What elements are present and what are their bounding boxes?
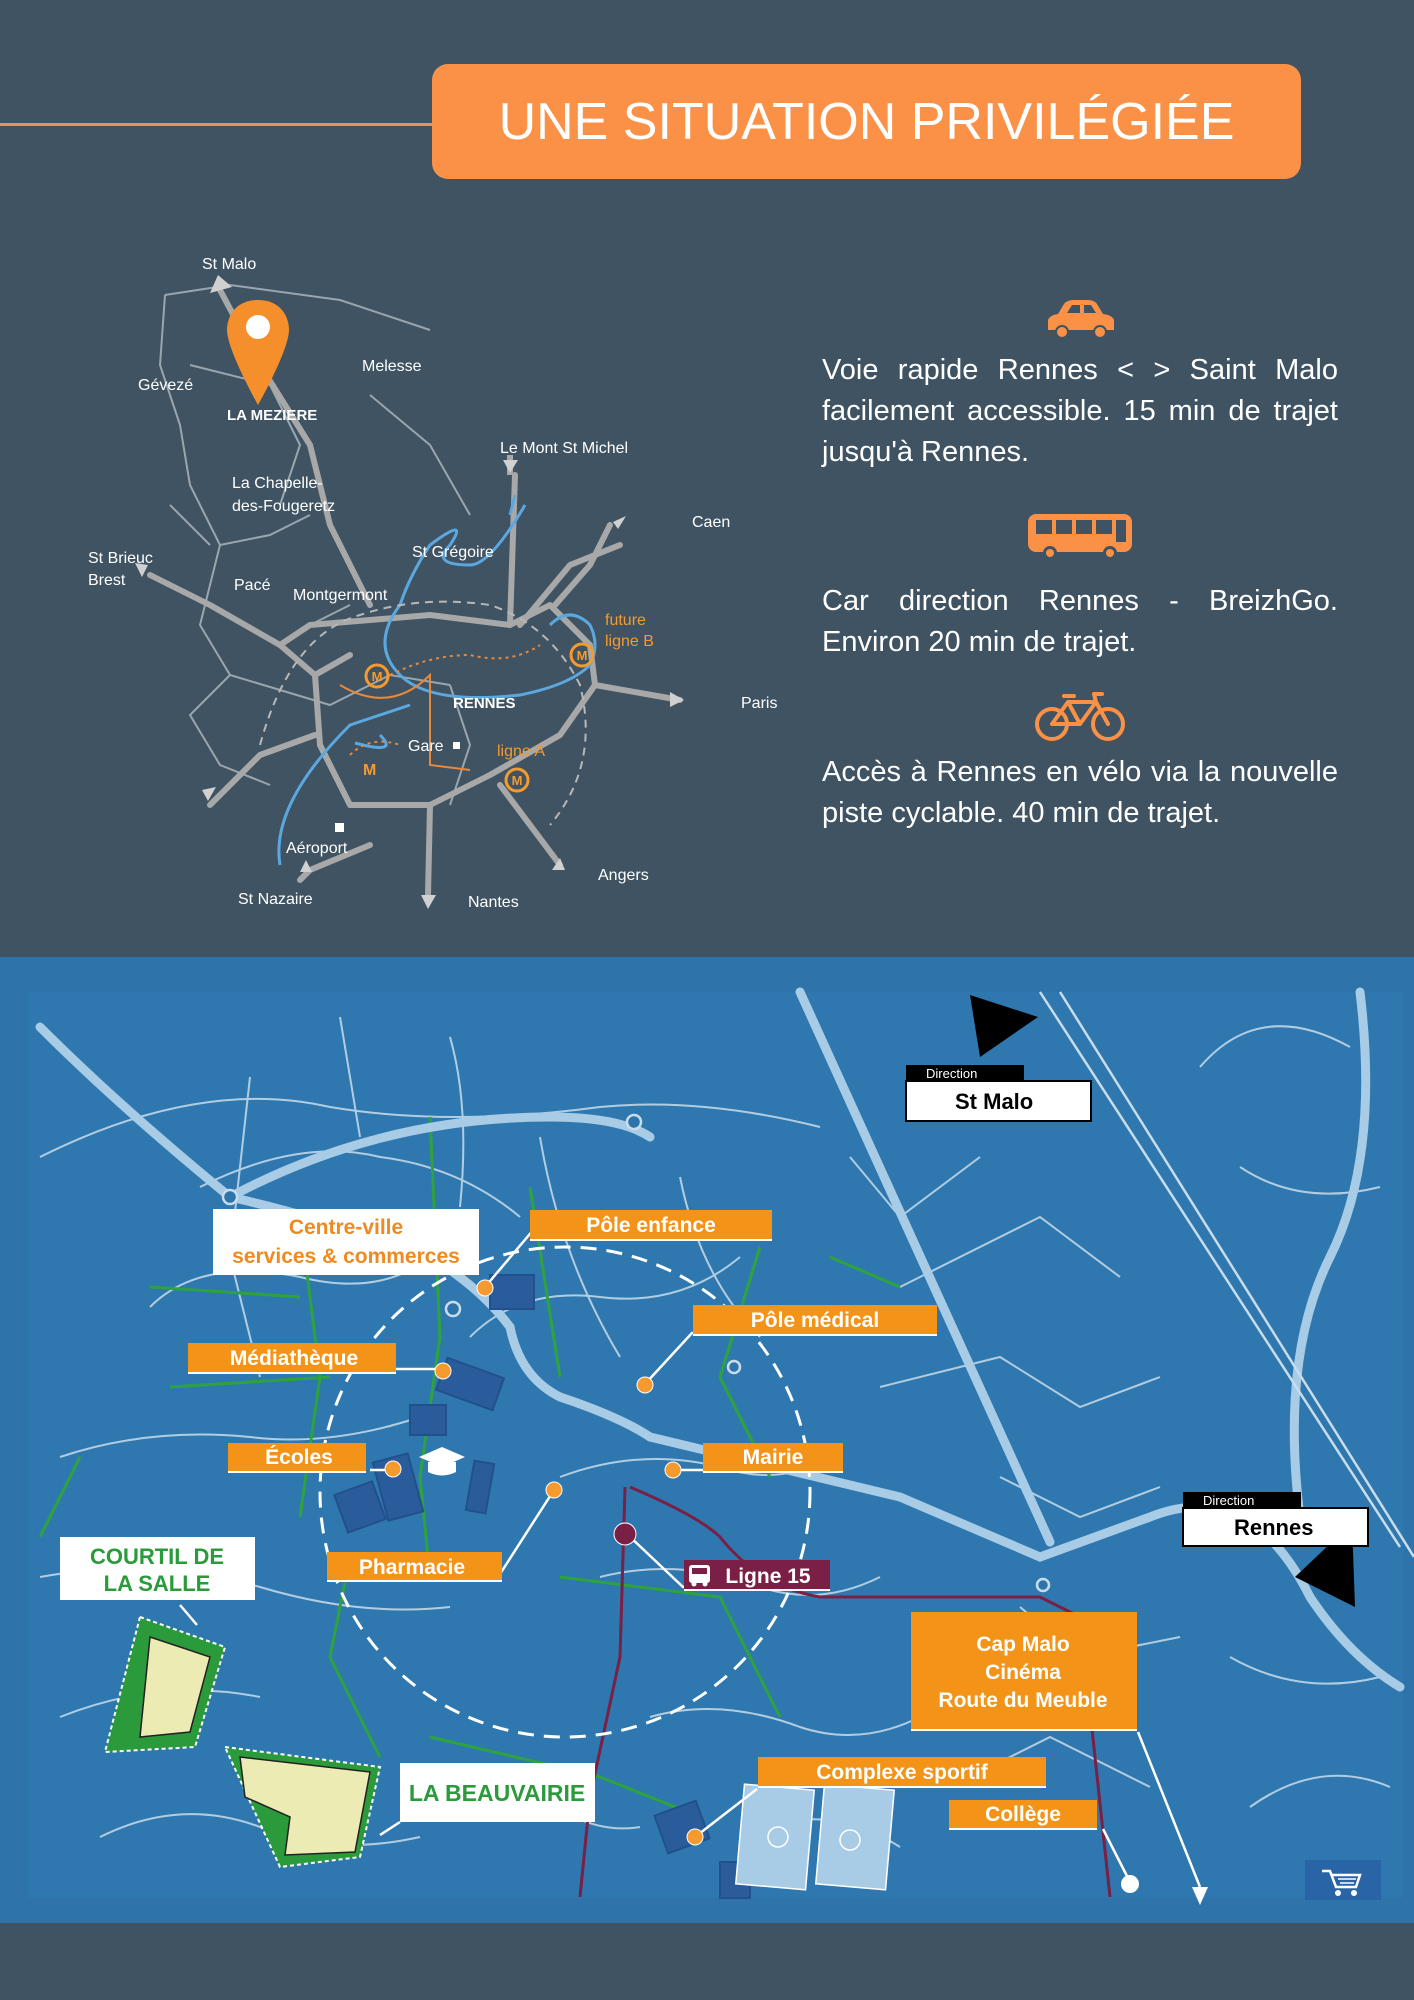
la-beauvairie-plot	[223, 1745, 382, 1869]
place-st-brieuc: St Brieuc	[88, 550, 153, 567]
mairie-text: Mairie	[743, 1446, 804, 1469]
bus-stop-icon	[689, 1565, 710, 1587]
pole-medical-label: Pôle médical	[693, 1305, 937, 1336]
place-chapelle-1: La Chapelle-	[232, 475, 323, 492]
place-la-meziere: LA MEZIERE	[227, 407, 317, 424]
direction-st-malo: St Malo	[955, 1089, 1033, 1114]
college-text: Collège	[985, 1803, 1061, 1826]
courtil-line2: LA SALLE	[104, 1571, 211, 1596]
place-rennes: RENNES	[453, 695, 516, 712]
shopping-cart-icon	[1305, 1860, 1381, 1900]
bus-description: Car direction Rennes - BreizhGo. Environ…	[822, 585, 1338, 658]
place-nantes: Nantes	[468, 894, 519, 911]
place-st-gregoire: St Grégoire	[412, 544, 494, 561]
place-chapelle-2: des-Fougeretz	[232, 498, 335, 515]
place-aeroport: Aéroport	[286, 840, 348, 857]
ecoles-label: Écoles	[228, 1443, 366, 1473]
direction-rennes: Rennes	[1234, 1515, 1313, 1540]
cap-malo-line2: Cinéma	[985, 1661, 1061, 1684]
centre-ville-line2: services & commerces	[232, 1245, 460, 1268]
place-geveze: Gévezé	[138, 377, 193, 394]
ligne-15-text: Ligne 15	[725, 1565, 811, 1588]
mediatheque-text: Médiathèque	[230, 1347, 358, 1370]
page-title: UNE SITUATION PRIVILÉGIÉE	[432, 64, 1301, 179]
direction-st-malo-sign: Direction St Malo	[905, 1065, 1092, 1122]
cap-malo-label: Cap Malo Cinéma Route du Meuble	[911, 1612, 1137, 1731]
pole-enfance-text: Pôle enfance	[586, 1214, 716, 1237]
place-melesse: Melesse	[362, 358, 422, 375]
place-montgermont: Montgermont	[293, 587, 388, 604]
local-map: Direction St Malo Direction Rennes Centr…	[0, 957, 1414, 1923]
place-caen: Caen	[692, 514, 730, 531]
la-meziere-marker-icon	[227, 300, 289, 405]
title-rule	[0, 123, 440, 126]
cap-malo-line3: Route du Meuble	[938, 1689, 1107, 1712]
place-angers: Angers	[598, 867, 649, 884]
label-ligne-a: ligne A	[497, 743, 545, 760]
metro-station-1: M	[372, 669, 383, 684]
college-label: Collège	[949, 1800, 1097, 1830]
regional-map: St Malo Gévezé Melesse LA MEZIERE Le Mon…	[88, 256, 777, 911]
metro-station-3: M	[512, 773, 523, 788]
complexe-sportif-label: Complexe sportif	[758, 1757, 1046, 1788]
direction-label-rennes: Direction	[1203, 1493, 1254, 1508]
cap-malo-line1: Cap Malo	[976, 1633, 1069, 1656]
place-paris: Paris	[741, 695, 777, 712]
car-icon	[1048, 300, 1114, 339]
pole-enfance-label: Pôle enfance	[530, 1210, 772, 1241]
place-pace: Pacé	[234, 577, 271, 594]
label-ligne-b: ligne B	[605, 633, 654, 650]
metro-station-2: M	[577, 648, 588, 663]
school-icon	[419, 1447, 465, 1476]
beauvairie-text: LA BEAUVAIRIE	[409, 1780, 585, 1806]
bus-icon	[1028, 514, 1132, 560]
pharmacie-text: Pharmacie	[359, 1556, 465, 1579]
centre-ville-line1: Centre-ville	[289, 1216, 403, 1239]
courtil-label: COURTIL DE LA SALLE	[60, 1537, 255, 1600]
mairie-label: Mairie	[703, 1443, 843, 1473]
courtil-line1: COURTIL DE	[90, 1544, 224, 1569]
courtil-de-la-salle-plot	[103, 1615, 227, 1754]
label-future: future	[605, 612, 646, 629]
place-st-malo: St Malo	[202, 256, 256, 273]
centre-ville-label: Centre-ville services & commerces	[213, 1209, 479, 1275]
place-gare: Gare	[408, 738, 444, 755]
direction-label-st-malo: Direction	[926, 1066, 977, 1081]
direction-rennes-sign: Direction Rennes	[1182, 1492, 1369, 1547]
pharmacie-label: Pharmacie	[327, 1552, 502, 1582]
place-brest: Brest	[88, 572, 126, 589]
beauvairie-label: LA BEAUVAIRIE	[400, 1763, 595, 1822]
bike-description: Accès à Rennes en vélo via la nouvelle p…	[822, 756, 1338, 829]
complexe-sportif-text: Complexe sportif	[816, 1761, 989, 1784]
mediatheque-label: Médiathèque	[188, 1343, 396, 1374]
place-st-nazaire: St Nazaire	[238, 891, 313, 908]
ligne-15-label: Ligne 15	[684, 1560, 830, 1591]
metro-label: M	[363, 762, 376, 779]
bike-icon	[1035, 692, 1125, 741]
car-description: Voie rapide Rennes < > Saint Malo facile…	[822, 354, 1338, 468]
ecoles-text: Écoles	[265, 1446, 333, 1469]
place-mont-st-michel: Le Mont St Michel	[500, 440, 628, 457]
pole-medical-text: Pôle médical	[751, 1309, 879, 1332]
